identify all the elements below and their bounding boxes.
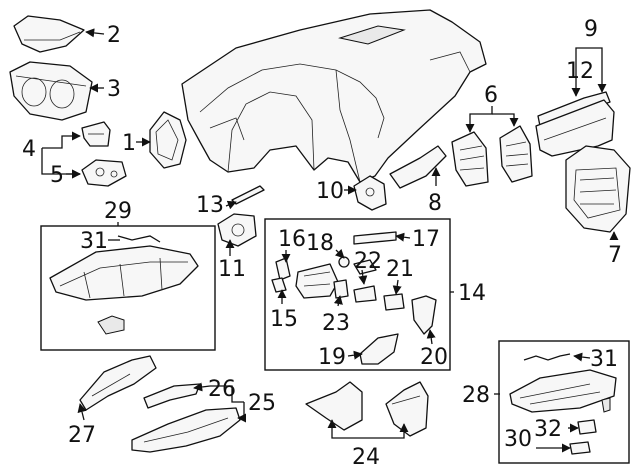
callout-21: 21 — [386, 257, 414, 282]
part-13-strip — [231, 185, 265, 205]
part-14-switches — [271, 231, 437, 365]
callout-23: 23 — [322, 311, 350, 336]
part-4-bracket — [81, 121, 111, 147]
callout-3: 3 — [107, 77, 121, 102]
callout-31-right: 31 — [590, 347, 618, 372]
callout-20: 20 — [420, 345, 448, 370]
callout-4: 4 — [22, 137, 36, 162]
part-25-lower-panel — [131, 407, 241, 453]
callout-31-left: 31 — [80, 229, 108, 254]
part-10-switch-plate — [353, 175, 387, 211]
part-27-side-trim — [79, 355, 157, 411]
callout-29: 29 — [104, 199, 132, 224]
callout-12: 12 — [566, 59, 594, 84]
part-9-12-trim-strips — [535, 91, 615, 157]
part-7-center-stack — [565, 145, 631, 233]
callout-1: 1 — [122, 131, 136, 156]
callout-27: 27 — [68, 423, 96, 448]
part-24-consoles — [305, 381, 429, 437]
callout-2: 2 — [107, 23, 121, 48]
group-29-frame — [40, 225, 216, 351]
part-29-assembly — [49, 235, 199, 335]
part-6-vents — [451, 125, 533, 187]
instrument-panel-assembly — [181, 9, 487, 183]
callout-10: 10 — [316, 179, 344, 204]
callout-19: 19 — [318, 345, 346, 370]
callout-26: 26 — [208, 377, 236, 402]
part-26-trim — [143, 383, 201, 409]
callout-18: 18 — [306, 231, 334, 256]
part-8-trim — [389, 145, 447, 189]
callout-5: 5 — [50, 163, 64, 188]
callout-22: 22 — [354, 249, 382, 274]
callout-11: 11 — [218, 257, 246, 282]
leader-lines — [41, 28, 619, 453]
group-28-frame — [498, 340, 630, 464]
callout-labels: 2 3 1 4 5 6 9 12 7 8 10 13 11 29 31 14 1… — [22, 17, 622, 470]
part-28-assembly — [509, 353, 617, 455]
part-2-cover — [13, 15, 85, 53]
group-14-frame — [264, 218, 451, 371]
part-11-ignition-trim — [217, 213, 257, 247]
callout-7: 7 — [608, 243, 622, 268]
callout-32: 32 — [534, 417, 562, 442]
callout-8: 8 — [428, 191, 442, 216]
part-5-bracket — [81, 159, 127, 187]
callout-13: 13 — [196, 193, 224, 218]
callout-16: 16 — [278, 227, 306, 252]
callout-17: 17 — [412, 227, 440, 252]
callout-6: 6 — [484, 83, 498, 108]
callout-14: 14 — [458, 281, 486, 306]
callout-25: 25 — [248, 391, 276, 416]
callout-28: 28 — [462, 383, 490, 408]
callout-24: 24 — [352, 445, 380, 470]
callout-30: 30 — [504, 427, 532, 452]
part-1-trim-panel — [149, 111, 187, 169]
callout-15: 15 — [270, 307, 298, 332]
callout-9: 9 — [584, 17, 598, 42]
part-3-cluster-bezel — [9, 61, 93, 121]
